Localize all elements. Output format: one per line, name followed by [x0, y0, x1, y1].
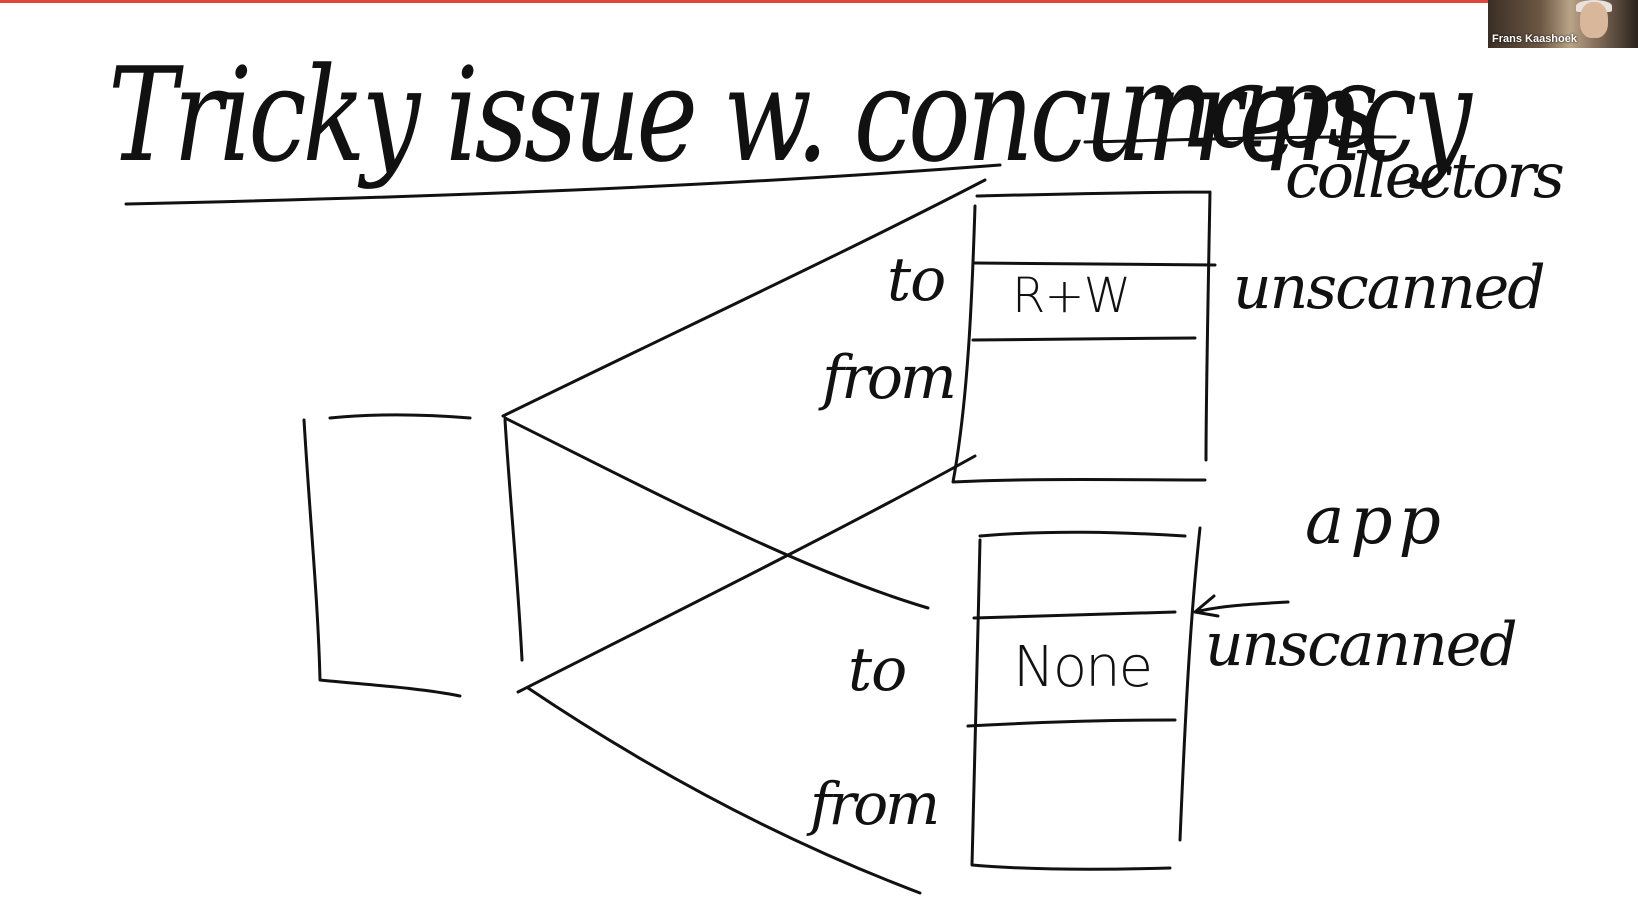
line-bottom-from: [526, 686, 922, 895]
participant-video-tile[interactable]: Frans Kaashoek: [1488, 0, 1638, 48]
bottom-stack-row-2: [966, 718, 1177, 728]
colon-dot: [1038, 143, 1044, 149]
bottom-stack-from-label: from: [810, 770, 940, 838]
top-stack-to-label: to: [887, 245, 946, 315]
line-top-from: [503, 416, 930, 610]
line-bottom-to: [516, 454, 977, 694]
bottom-stack-cell-text: None: [1013, 635, 1153, 700]
top-stack-cell-text: R+W: [1012, 268, 1131, 324]
bottom-stack-outline: [970, 526, 1202, 871]
app-pointer-label: app: [1305, 482, 1447, 559]
top-stack-side-note: unscanned: [1233, 253, 1546, 323]
top-stack-row-1: [973, 261, 1217, 267]
bottom-stack-row-1: [972, 610, 1177, 620]
participant-face: [1580, 2, 1608, 38]
title-underline: [124, 163, 1002, 206]
whiteboard-subheading-collectors: collectors: [1285, 139, 1565, 212]
participant-name: Frans Kaashoek: [1492, 33, 1577, 45]
top-stack-row-2: [971, 336, 1197, 342]
whiteboard-title: Tricky issue w. concurrency: [108, 38, 1472, 192]
left-box: [302, 413, 524, 698]
whiteboard-heading-maps: maps: [1118, 39, 1379, 175]
maps-underline: [1083, 135, 1397, 144]
bottom-stack-to-label: to: [848, 635, 907, 705]
app-pointer-arrow: [1193, 594, 1290, 618]
window-top-accent-bar: [0, 0, 1638, 3]
bottom-stack-side-note: unscanned: [1205, 610, 1518, 680]
top-stack-outline: [951, 190, 1212, 484]
top-stack-from-label: from: [822, 343, 957, 413]
line-top-to: [501, 178, 987, 418]
